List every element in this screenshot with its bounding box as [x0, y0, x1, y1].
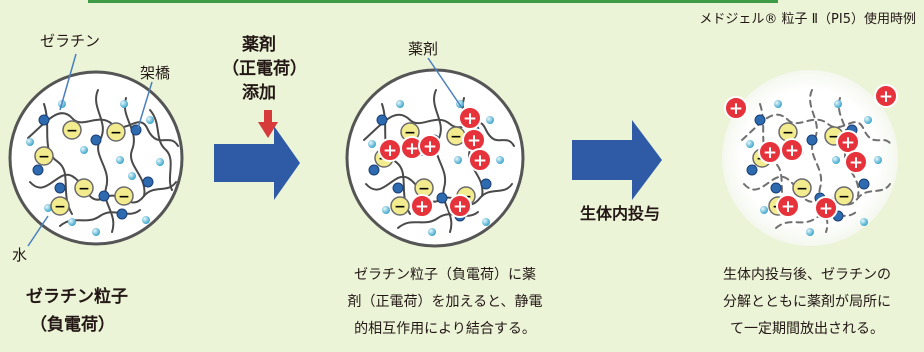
label-drug: 薬剤 — [408, 40, 439, 58]
positive-charge-symbol: + — [405, 139, 419, 159]
add-step-line1: 薬剤 — [242, 35, 276, 55]
stage2-caption-line: ゼラチン粒子（負電荷）に薬 — [354, 267, 536, 283]
positive-charge-symbol: + — [785, 141, 799, 161]
negative-charge-symbol: − — [78, 181, 90, 197]
negative-charge-symbol: − — [828, 129, 840, 145]
positive-charge-symbol: + — [849, 153, 863, 173]
negative-charge-symbol: − — [796, 181, 808, 197]
stage3-caption-line: て一定期間放出される。 — [730, 321, 884, 337]
add-step-line2: （正電荷） — [222, 59, 307, 79]
water-molecules — [26, 100, 164, 236]
stage3-caption-line: 分解とともに薬剤が局所に — [723, 294, 891, 310]
stage1-title-line2: （負電荷） — [30, 315, 115, 335]
positive-charge-symbol: + — [781, 197, 795, 217]
negative-charge-symbol: − — [110, 125, 122, 141]
positive-charges-3: + + + + + + + + — [724, 84, 898, 220]
positive-charge-symbol: + — [729, 99, 743, 119]
stage1-title-line1: ゼラチン粒子 — [26, 287, 128, 307]
administration-arrow — [572, 120, 662, 200]
negative-charge-symbol: − — [394, 199, 406, 215]
negative-charge-symbol: − — [54, 199, 66, 215]
negative-charge-symbol: − — [450, 129, 462, 145]
positive-charges-2: + + + + + + + + — [378, 106, 492, 218]
positive-charge-symbol: + — [879, 87, 893, 107]
drug-bound-particle: − − − − − − + + + + + + + + — [345, 57, 525, 248]
negative-charge-symbol: − — [838, 189, 850, 205]
administration-label: 生体内投与 — [580, 204, 661, 223]
negative-charge-symbol: − — [418, 181, 430, 197]
positive-charge-symbol: + — [467, 131, 481, 151]
add-drug-arrow — [214, 110, 300, 200]
positive-charge-symbol: + — [453, 197, 467, 217]
positive-charge-symbol: + — [841, 133, 855, 153]
stage2-caption-line: 剤（正電荷）を加えると、静電 — [347, 294, 543, 310]
add-step-line3: 添加 — [242, 83, 276, 103]
negative-charge-symbol: − — [404, 125, 416, 141]
stage3-caption-line: 生体内投与後、ゼラチンの — [723, 267, 891, 283]
top-rule — [88, 0, 778, 3]
positive-charge-symbol: + — [415, 197, 429, 217]
gelatin-particle: − − − − − − — [8, 53, 184, 247]
label-water: 水 — [12, 246, 28, 264]
negative-charge-symbol: − — [38, 149, 50, 165]
positive-charge-symbol: + — [473, 151, 487, 171]
stage3-caption: 生体内投与後、ゼラチンの 分解とともに薬剤が局所に て一定期間放出される。 — [702, 262, 912, 343]
release-particle: − − − − − − + + + + + + + + — [722, 70, 898, 246]
usage-note: メドジェル® 粒子 Ⅱ（PI5）使用時例 — [699, 12, 916, 27]
positive-charge-symbol: + — [423, 137, 437, 157]
negative-charge-symbol: − — [66, 123, 78, 139]
negative-charge-symbol: − — [118, 189, 130, 205]
leader-lines — [27, 53, 153, 247]
negative-charge-symbol: − — [782, 125, 794, 141]
stage2-caption-line: 的相互作用により結合する。 — [354, 321, 536, 337]
positive-charge-symbol: + — [819, 199, 833, 219]
negative-charges: − − − − − − — [34, 120, 134, 216]
label-gelatin: ゼラチン — [40, 32, 101, 50]
positive-charge-symbol: + — [383, 141, 397, 161]
stage2-caption: ゼラチン粒子（負電荷）に薬 剤（正電荷）を加えると、静電 的相互作用により結合す… — [340, 262, 550, 343]
label-crosslink: 架橋 — [140, 64, 171, 82]
positive-charge-symbol: + — [763, 143, 777, 163]
positive-charge-symbol: + — [463, 109, 477, 129]
